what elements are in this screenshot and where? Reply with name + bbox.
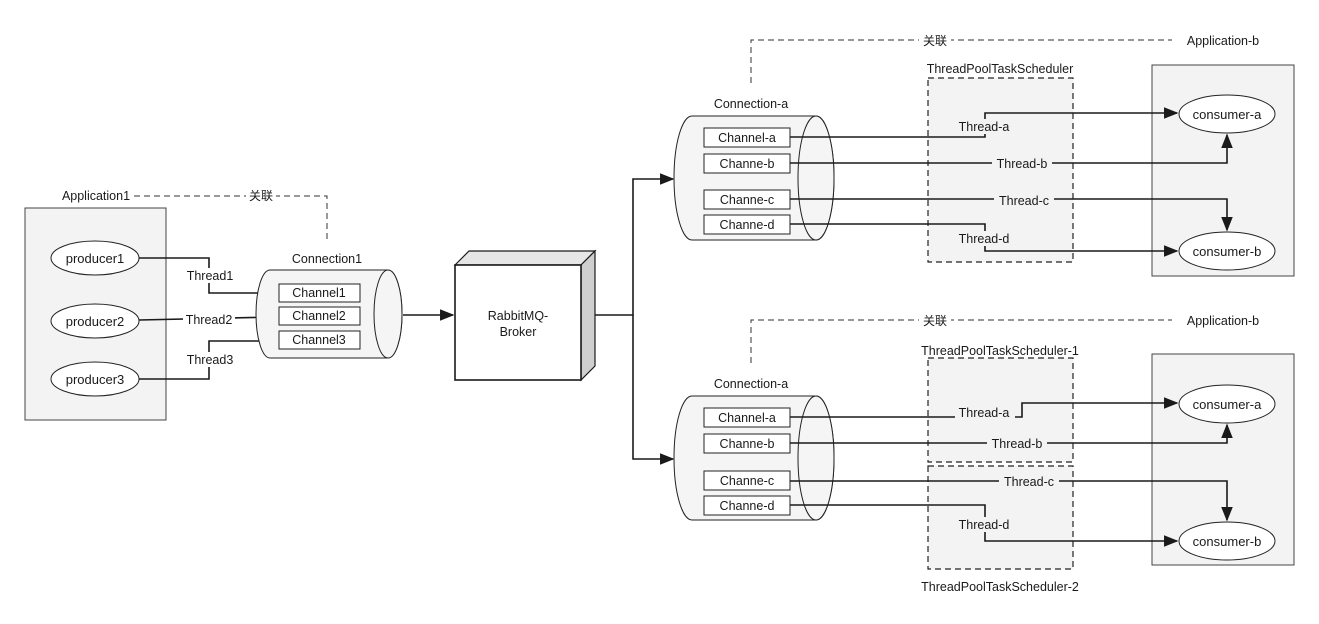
producer3-label: producer3 xyxy=(66,372,125,387)
broker-label-line1: RabbitMQ- xyxy=(488,309,548,323)
bottom-scheduler2-title: ThreadPoolTaskScheduler-2 xyxy=(921,580,1079,594)
broker-label-line2: Broker xyxy=(500,325,537,339)
bottom-association-line xyxy=(750,319,1172,363)
top-channel-c-label: Channe-c xyxy=(720,193,774,207)
bottom-thread-d-label: Thread-d xyxy=(959,518,1010,532)
bottom-thread-c-label: Thread-c xyxy=(1004,475,1054,489)
producer2-label: producer2 xyxy=(66,314,125,329)
bottom-assoc-label: 关联 xyxy=(923,314,947,328)
thread3-label-bg xyxy=(184,352,236,367)
connection1-title: Connection1 xyxy=(292,252,362,266)
top-thread-b-bg xyxy=(992,156,1052,171)
channel2-label: Channel2 xyxy=(292,309,346,323)
application1-association-line xyxy=(134,195,328,240)
bottom-consumer-a-label: consumer-a xyxy=(1193,397,1262,412)
thread2-label: Thread2 xyxy=(186,313,233,327)
bottom-thread-b-label: Thread-b xyxy=(992,437,1043,451)
application1-assoc-label: 关联 xyxy=(249,189,273,203)
top-thread-c-bg xyxy=(994,192,1054,207)
top-consumer-a-node xyxy=(1178,94,1276,134)
thread2-label-bg xyxy=(183,312,235,327)
top-thread-d-label: Thread-d xyxy=(959,232,1010,246)
bottom-scheduler1-title: ThreadPoolTaskScheduler-1 xyxy=(921,344,1079,358)
bottom-channel-d-label: Channe-d xyxy=(720,499,775,513)
top-channel-a-label: Channel-a xyxy=(718,131,776,145)
top-consumer-a-label: consumer-a xyxy=(1193,107,1262,122)
top-app-title: Application-b xyxy=(1187,34,1259,48)
channel1-label: Channel1 xyxy=(292,286,346,300)
top-assoc-bg xyxy=(919,32,951,48)
channel2-box xyxy=(278,306,361,326)
thread3-label: Thread3 xyxy=(187,353,234,367)
top-thread-d-bg xyxy=(955,231,1015,246)
top-channel-b-label: Channe-b xyxy=(720,157,775,171)
producer2-node xyxy=(50,303,140,339)
application1-title: Application1 xyxy=(62,189,130,203)
bottom-thread-a-arrow xyxy=(790,397,1179,418)
producer1-label: producer1 xyxy=(66,251,125,266)
top-thread-b-label: Thread-b xyxy=(997,157,1048,171)
bottom-thread-a-label: Thread-a xyxy=(959,406,1010,420)
bottom-connection-title: Connection-a xyxy=(714,377,788,391)
top-consumer-b-label: consumer-b xyxy=(1193,244,1262,259)
bottom-thread-b-arrow xyxy=(790,423,1233,444)
broker-box xyxy=(454,264,582,381)
broker-box-top xyxy=(453,250,597,266)
assoc-label-bg xyxy=(246,188,276,204)
bottom-channel-b-label: Channe-b xyxy=(720,437,775,451)
bottom-consumer-a-node xyxy=(1178,384,1276,424)
bottom-consumer-b-label: consumer-b xyxy=(1193,534,1262,549)
bottom-connection-cylinder-end xyxy=(797,395,835,521)
channel3-label: Channel3 xyxy=(292,333,346,347)
top-consumer-b-node xyxy=(1178,231,1276,271)
top-thread-c-label: Thread-c xyxy=(999,194,1049,208)
top-connection-cylinder-end xyxy=(797,115,835,241)
top-thread-c-arrow xyxy=(790,198,1233,232)
channel1-box xyxy=(278,283,361,303)
bottom-channel-c-label: Channe-c xyxy=(720,474,774,488)
bottom-thread-a-bg xyxy=(955,406,1015,421)
connection1-cylinder-end xyxy=(373,269,403,359)
top-connection-title: Connection-a xyxy=(714,97,788,111)
top-thread-a-bg xyxy=(955,119,1015,134)
top-assoc-label: 关联 xyxy=(923,34,947,48)
bottom-thread-d-bg xyxy=(955,517,1015,532)
bottom-app-title: Application-b xyxy=(1187,314,1259,328)
top-association-line xyxy=(750,39,1172,83)
top-scheduler-title: ThreadPoolTaskScheduler xyxy=(927,62,1074,76)
broker-to-bottom-connection-arrow xyxy=(632,315,675,465)
broker-to-top-connection-arrow xyxy=(595,173,675,316)
bottom-consumer-b-node xyxy=(1178,521,1276,561)
bottom-thread-c-bg xyxy=(999,474,1059,489)
bottom-assoc-bg xyxy=(919,312,951,328)
thread1-label: Thread1 xyxy=(187,269,234,283)
bottom-channel-a-label: Channel-a xyxy=(718,411,776,425)
bottom-thread-b-bg xyxy=(987,436,1047,451)
top-thread-b-arrow xyxy=(790,133,1233,164)
top-channel-d-label: Channe-d xyxy=(720,218,775,232)
thread1-label-bg xyxy=(184,268,236,283)
broker-box-side xyxy=(580,249,596,382)
channel3-box xyxy=(278,330,361,350)
top-thread-a-label: Thread-a xyxy=(959,120,1010,134)
bottom-thread-c-arrow xyxy=(790,480,1233,522)
